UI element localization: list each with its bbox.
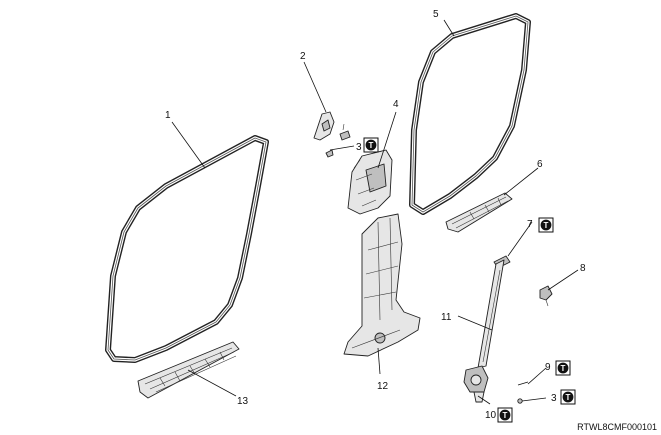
callout-2: 2 (300, 51, 306, 62)
svg-text:T: T (369, 141, 374, 150)
svg-text:T: T (566, 393, 571, 402)
bolt-9 (517, 381, 529, 386)
callout-9: 9 (545, 362, 551, 373)
b-pillar-lower-trim (343, 213, 421, 357)
callout-11: 11 (441, 312, 452, 323)
torque-icon: T (497, 407, 513, 423)
anchor-cover (313, 111, 335, 141)
callouts: 1 2 3 4 5 6 7 8 9 3 10 11 12 13 (165, 9, 586, 421)
bolt-upper (325, 123, 351, 158)
front-door-weatherstrip (105, 135, 269, 363)
torque-icon: T (538, 217, 554, 233)
callout-3-lower: 3 (551, 393, 557, 404)
callout-10: 10 (485, 410, 497, 421)
callout-7: 7 (527, 219, 533, 230)
figure-code: RTWL8CMF000101 (577, 422, 657, 432)
callout-6: 6 (537, 159, 543, 170)
callout-3-upper: 3 (356, 142, 362, 153)
svg-text:T: T (544, 221, 549, 230)
callout-1: 1 (165, 110, 171, 121)
torque-symbols: T T T T T (363, 137, 576, 423)
callout-12: 12 (377, 381, 389, 392)
bolt-lower (517, 398, 523, 404)
torque-icon: T (363, 137, 379, 153)
rear-scuff-plate (445, 192, 513, 233)
callout-4: 4 (393, 99, 399, 110)
rear-door-weatherstrip (409, 13, 531, 215)
svg-text:T: T (561, 364, 566, 373)
seat-belt-retractor (463, 259, 505, 403)
torque-icon: T (560, 389, 576, 405)
torque-icon: T (555, 360, 571, 376)
callout-5: 5 (433, 9, 439, 20)
callout-13: 13 (237, 396, 249, 407)
callout-8: 8 (580, 263, 586, 274)
leader-lines (171, 19, 579, 405)
b-pillar-upper-trim (347, 149, 393, 215)
svg-text:T: T (503, 411, 508, 420)
